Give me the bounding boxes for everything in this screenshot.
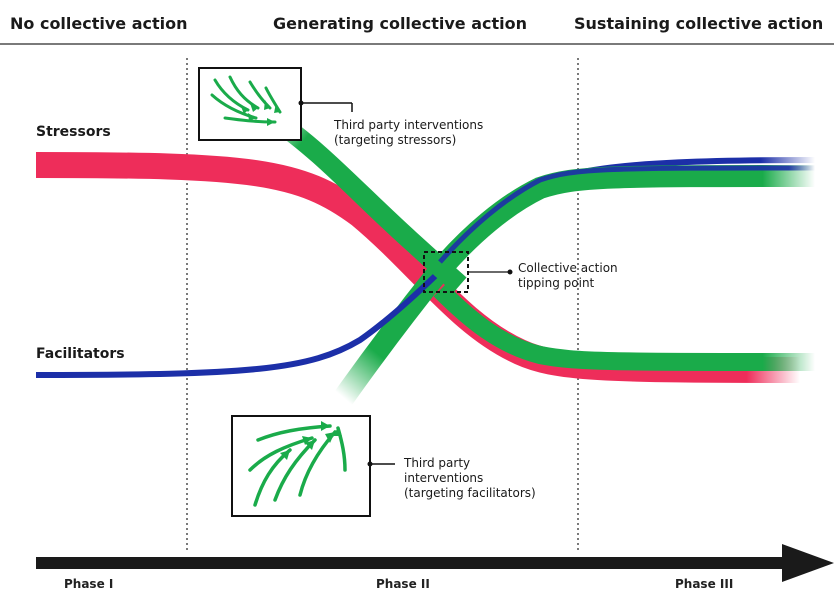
stressor-intervention-lower-curve [433, 283, 816, 371]
stressors-label: Stressors [36, 124, 111, 140]
tipping-point-label: Collective action tipping point [518, 261, 618, 290]
facilitators-curve-upper [438, 165, 816, 264]
timeline-arrowhead [782, 544, 834, 582]
facilitators-label: Facilitators [36, 346, 125, 362]
facilitator-intervention-arrowheads-icon [280, 421, 342, 460]
stressor-intervention-arrowheads-icon [240, 100, 280, 126]
timeline-axis [36, 557, 788, 569]
phase-label-1: Phase I [64, 577, 114, 591]
facilitator-intervention-upper-curve [431, 165, 816, 278]
stressors-curve [35, 152, 801, 383]
phase-label-2: Phase II [376, 577, 430, 591]
stressor-intervention-curve [269, 111, 467, 293]
tipping-point-dot [507, 269, 513, 275]
facilitator-intervention-label: Third party interventions (targeting fac… [404, 456, 536, 500]
phase-title-no-collective-action: No collective action [10, 14, 188, 33]
phase-title-generating-collective-action: Generating collective action [273, 14, 528, 33]
stressor-intervention-label: Third party interventions (targeting str… [334, 118, 484, 147]
phase-label-3: Phase III [675, 577, 734, 591]
phase-title-sustaining-collective-action: Sustaining collective action [574, 14, 824, 33]
